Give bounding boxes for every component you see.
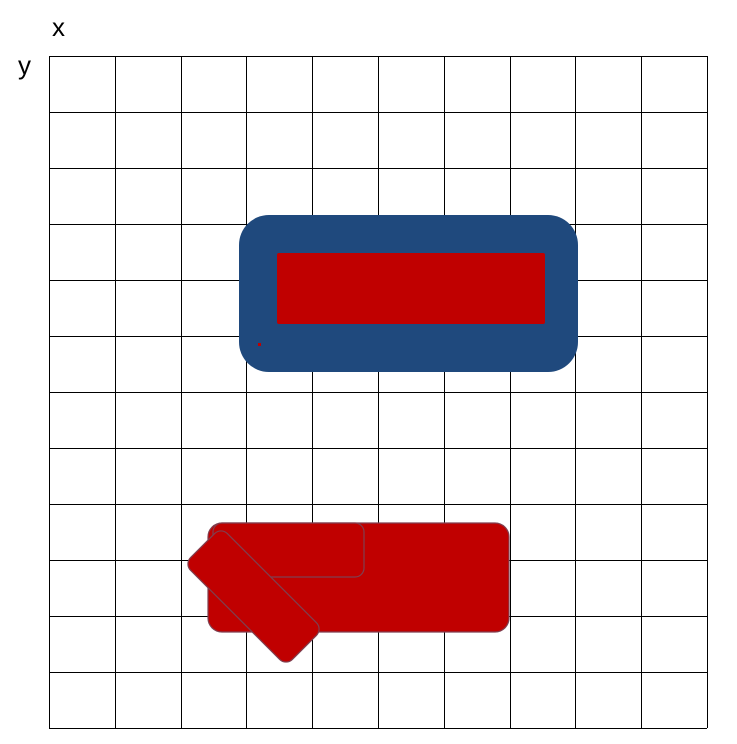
red-corner-mark — [258, 343, 261, 346]
upper-shape — [239, 215, 578, 372]
lower-shape — [187, 522, 510, 663]
x-axis-label: x — [52, 12, 65, 42]
grid — [49, 56, 708, 729]
red-inner-rectangle — [277, 253, 545, 324]
red-rotated-rounded-rect — [187, 530, 320, 663]
y-axis-label: y — [18, 50, 31, 80]
